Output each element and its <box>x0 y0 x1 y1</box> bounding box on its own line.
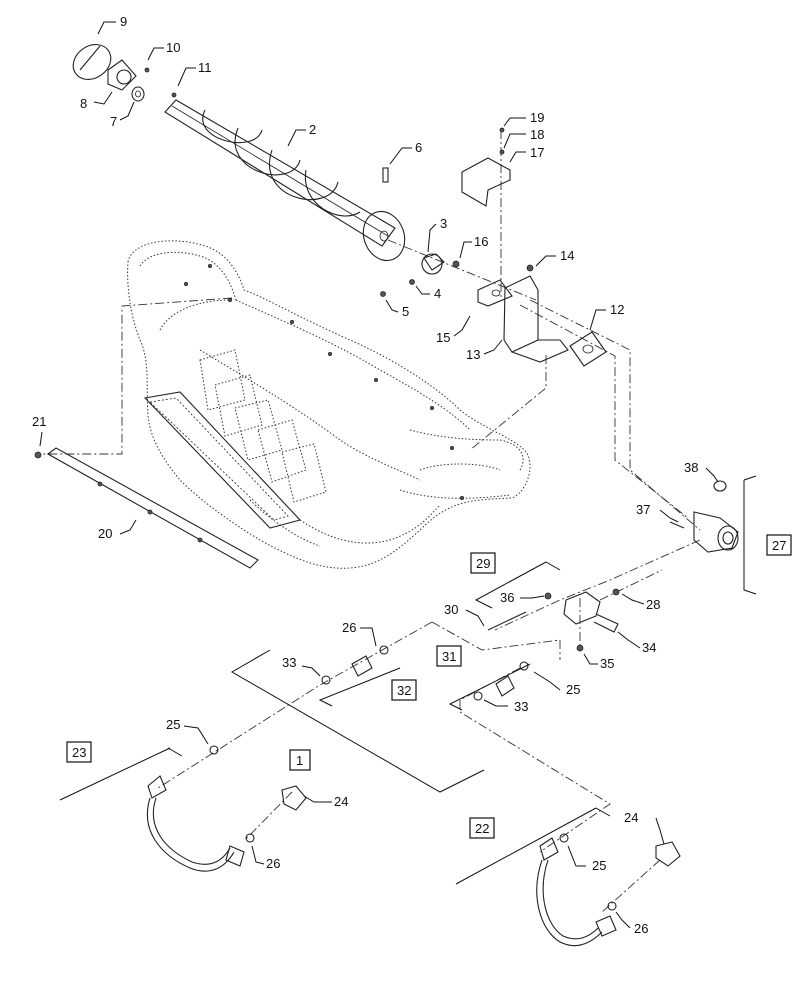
callout-21: 21 <box>32 414 46 429</box>
callout-24b: 24 <box>624 810 638 825</box>
callout-34: 34 <box>642 640 656 655</box>
callout-4: 4 <box>434 286 441 301</box>
callout-box-29 <box>470 552 496 574</box>
callout-13: 13 <box>466 347 480 362</box>
callout-24a: 24 <box>334 794 348 809</box>
callout-14: 14 <box>560 248 574 263</box>
callout-25b: 25 <box>166 717 180 732</box>
callout-labels: 9 10 11 8 7 2 6 3 4 5 16 19 18 17 14 15 … <box>32 14 786 936</box>
callout-36: 36 <box>500 590 514 605</box>
callout-20: 20 <box>98 526 112 541</box>
hose-left <box>146 745 307 872</box>
callout-23: 23 <box>72 745 86 760</box>
callout-25c: 25 <box>592 858 606 873</box>
centerlines <box>40 130 701 913</box>
callout-12: 12 <box>610 302 624 317</box>
callout-33b: 33 <box>514 699 528 714</box>
callout-19: 19 <box>530 110 544 125</box>
callout-7: 7 <box>110 114 117 129</box>
callout-box-32 <box>391 679 417 701</box>
callout-38: 38 <box>684 460 698 475</box>
callout-6: 6 <box>415 140 422 155</box>
small-hardware <box>380 167 460 297</box>
callout-5: 5 <box>402 304 409 319</box>
bar-and-pin <box>34 447 259 569</box>
motor-assembly <box>612 480 739 596</box>
callout-30: 30 <box>444 602 458 617</box>
callout-37: 37 <box>636 502 650 517</box>
valve-block <box>487 591 619 652</box>
hose-right <box>536 833 681 947</box>
callout-10: 10 <box>166 40 180 55</box>
callout-33a: 33 <box>282 655 296 670</box>
callout-box-31 <box>436 645 462 667</box>
callout-28: 28 <box>646 597 660 612</box>
callout-box-22 <box>469 817 495 839</box>
bearing-assembly <box>72 44 177 102</box>
callout-27: 27 <box>772 538 786 553</box>
fittings <box>321 645 529 701</box>
callout-18: 18 <box>530 127 544 142</box>
callout-17: 17 <box>530 145 544 160</box>
callout-11: 11 <box>198 60 212 75</box>
callout-16: 16 <box>474 234 488 249</box>
leader-lines <box>39 21 719 929</box>
callout-2: 2 <box>309 122 316 137</box>
callout-15: 15 <box>436 330 450 345</box>
callout-22: 22 <box>475 821 489 836</box>
callout-9: 9 <box>120 14 127 29</box>
callout-box-23 <box>66 741 92 763</box>
callout-25a: 25 <box>566 682 580 697</box>
group-lines <box>59 475 757 885</box>
boxed-callouts <box>66 534 792 839</box>
callout-26b: 26 <box>266 856 280 871</box>
callout-box-1 <box>289 749 311 771</box>
callout-box-27 <box>766 534 792 556</box>
callout-31: 31 <box>442 649 456 664</box>
callout-26c: 26 <box>634 921 648 936</box>
callout-8: 8 <box>80 96 87 111</box>
callout-3: 3 <box>440 216 447 231</box>
callout-1: 1 <box>296 753 303 768</box>
callout-35: 35 <box>600 656 614 671</box>
callout-32: 32 <box>397 683 411 698</box>
auger-shaft <box>164 99 406 262</box>
callout-26a: 26 <box>342 620 356 635</box>
seat-platform <box>127 240 531 569</box>
callout-29: 29 <box>476 556 490 571</box>
brackets <box>461 127 607 367</box>
